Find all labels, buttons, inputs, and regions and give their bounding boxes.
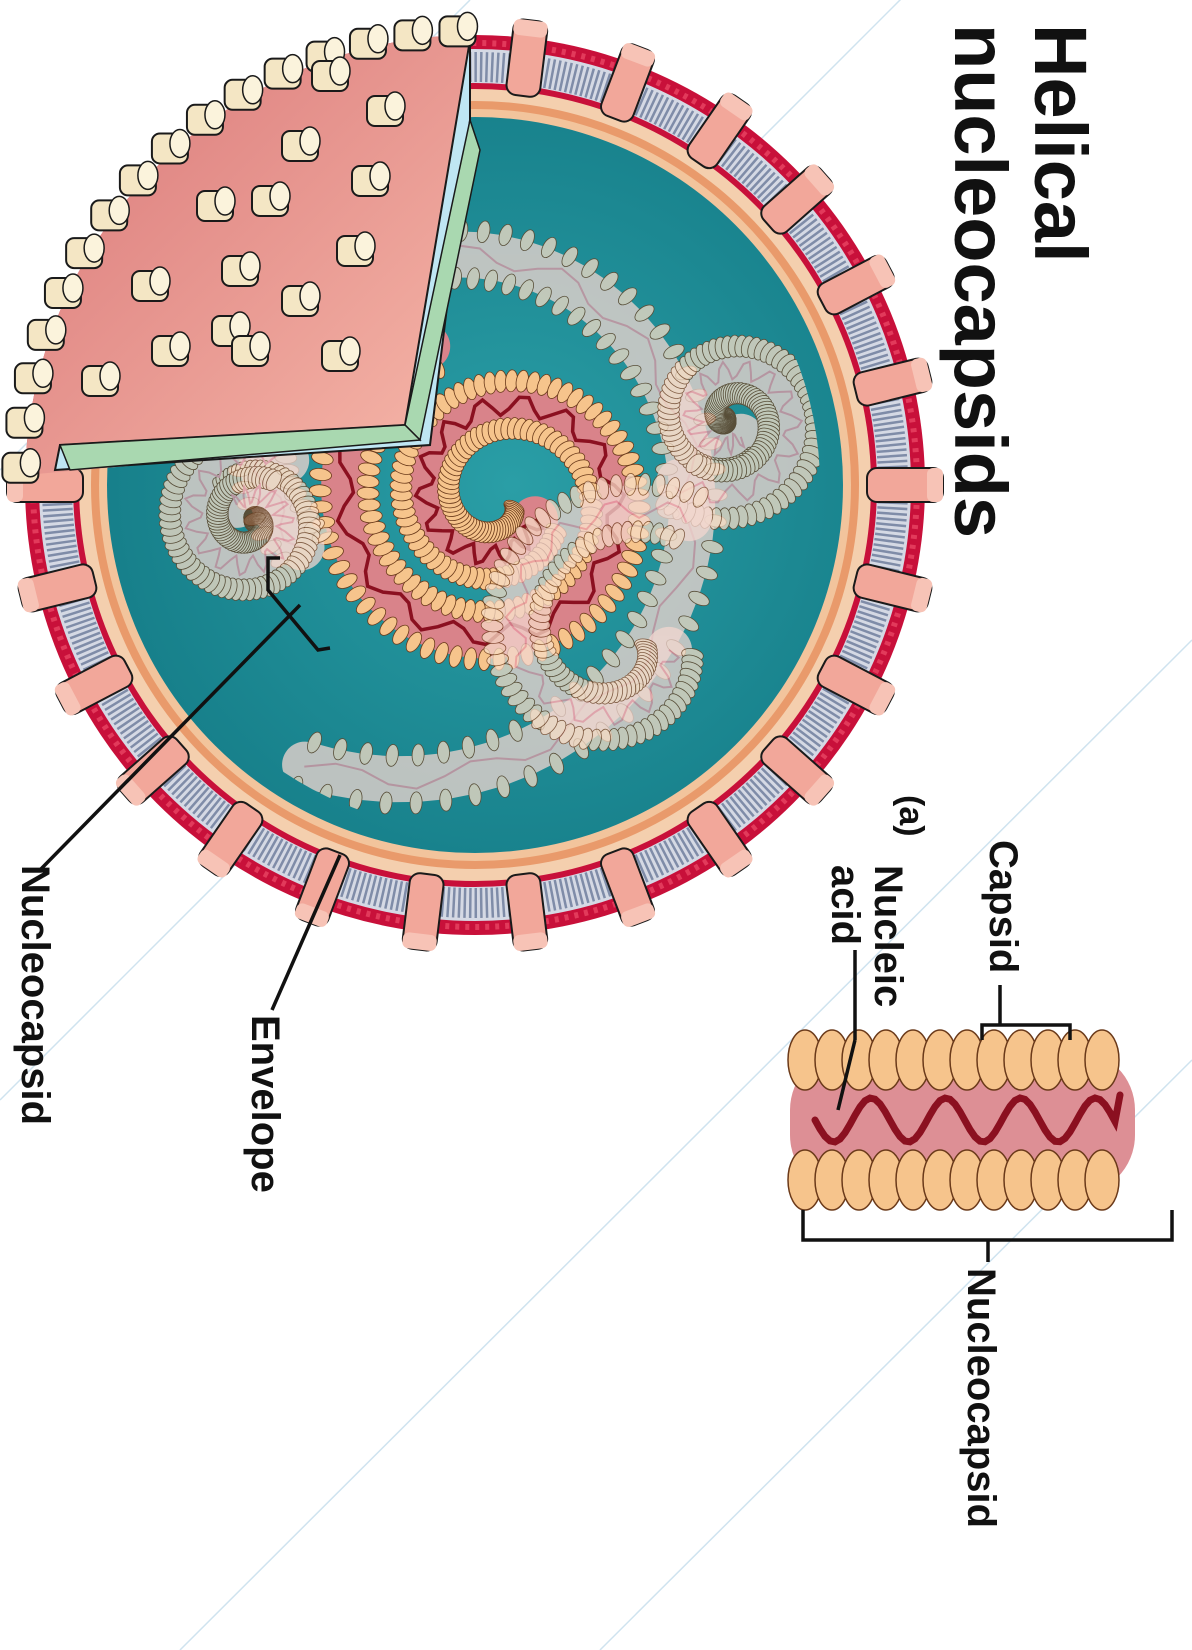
nucleic-label-line-2: acid xyxy=(823,865,867,945)
detail-capsomer xyxy=(1085,1030,1119,1090)
virus-particle xyxy=(2,12,943,951)
surface-protein-peg xyxy=(132,267,170,301)
surface-protein-peg xyxy=(187,101,225,135)
surface-protein-peg xyxy=(367,92,405,126)
nucleocapsid-label: Nucleocapsid xyxy=(13,865,57,1125)
surface-protein-peg xyxy=(2,449,40,483)
surface-protein-peg xyxy=(352,162,390,196)
surface-protein-peg xyxy=(350,25,388,59)
envelope-label: Envelope xyxy=(243,1015,287,1193)
capsid-label: Capsid xyxy=(981,840,1025,973)
surface-protein-peg xyxy=(312,57,350,91)
surface-protein-peg xyxy=(82,362,120,396)
detail-nucleocapsid xyxy=(788,1030,1135,1210)
nucleocapsid-detail-label: Nucleocapsid xyxy=(959,1268,1003,1528)
title-line-2: nucleocapsids xyxy=(939,24,1022,538)
surface-protein-peg xyxy=(152,129,190,163)
surface-protein-peg xyxy=(91,196,129,230)
surface-protein-peg xyxy=(15,359,53,393)
surface-protein-peg xyxy=(66,234,104,268)
surface-protein-peg xyxy=(265,55,303,89)
surface-protein-peg xyxy=(152,332,190,366)
surface-protein-peg xyxy=(252,182,290,216)
surface-protein-peg xyxy=(6,404,44,438)
surface-protein-peg xyxy=(197,187,235,221)
surface-protein-peg xyxy=(222,252,260,286)
cutaway-wedge xyxy=(2,12,480,482)
surface-protein-peg xyxy=(282,127,320,161)
surface-protein-peg xyxy=(225,76,263,110)
surface-protein-peg xyxy=(322,337,360,371)
surface-protein-peg xyxy=(120,161,158,195)
envelope-spike xyxy=(867,468,943,502)
nucleic-label-line-1: Nucleic xyxy=(866,865,910,1007)
surface-protein-peg xyxy=(394,16,432,50)
detail-capsomer xyxy=(1085,1150,1119,1210)
surface-protein-peg xyxy=(337,232,375,266)
surface-protein-peg xyxy=(282,282,320,316)
surface-protein-peg xyxy=(28,316,66,350)
surface-protein-peg xyxy=(439,12,477,46)
surface-protein-peg xyxy=(232,332,270,366)
nucleocapsid-detail-bracket xyxy=(803,1210,1172,1262)
title-line-1: Helical xyxy=(1019,24,1102,263)
panel-label: (a) xyxy=(892,795,930,837)
surface-protein-peg xyxy=(45,274,83,308)
